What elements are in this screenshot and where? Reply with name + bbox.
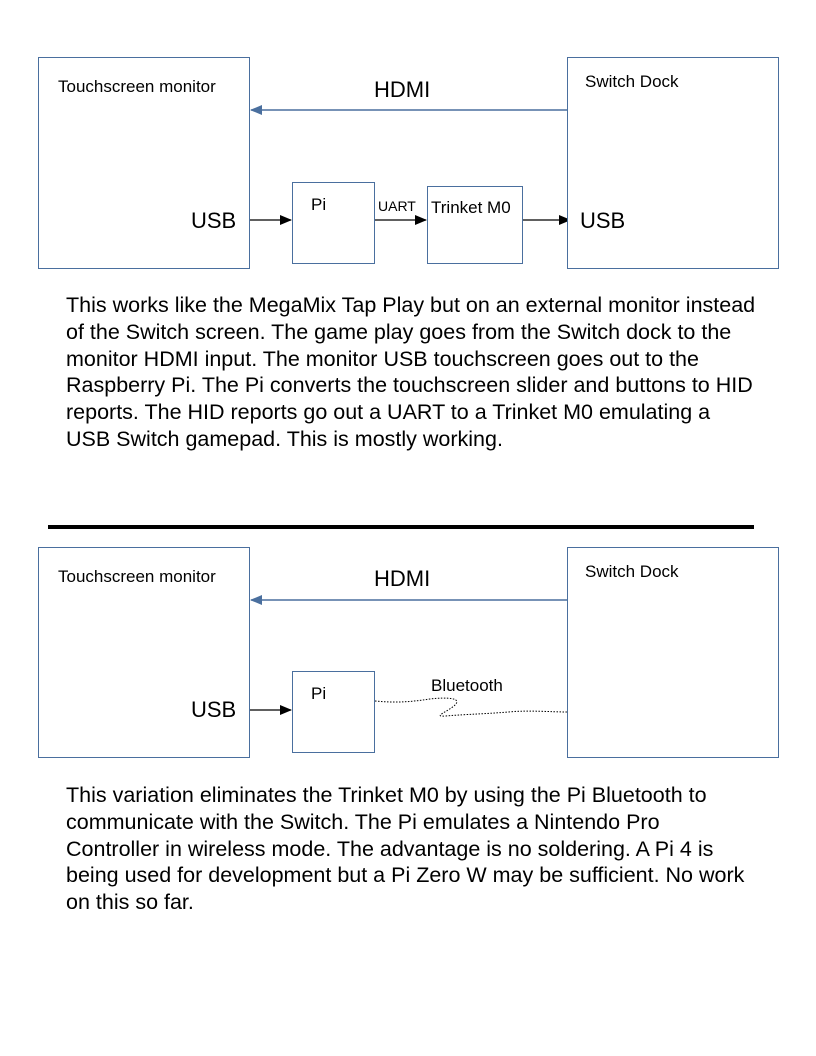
trinket-box: Trinket M0 [427, 186, 523, 264]
touchscreen-monitor-label: Touchscreen monitor [58, 567, 216, 586]
description-2: This variation eliminates the Trinket M0… [66, 783, 745, 915]
usb-label-right-1: USB [580, 208, 626, 233]
uart-label: UART [378, 198, 416, 214]
switch-dock-label: Switch Dock [585, 562, 679, 581]
hdmi-label-2: HDMI [374, 566, 431, 591]
touchscreen-monitor-box-1: Touchscreen monitor [38, 57, 250, 269]
pi-label: Pi [311, 195, 327, 214]
pi-box-2: Pi [292, 671, 375, 753]
hdmi-label-1: HDMI [374, 77, 431, 102]
trinket-label: Trinket M0 [431, 198, 511, 217]
usb-label-left-2: USB [191, 697, 237, 722]
pi-box-1: Pi [292, 182, 375, 264]
bluetooth-link [374, 697, 568, 717]
switch-dock-label: Switch Dock [585, 72, 679, 91]
pi-label: Pi [311, 684, 327, 703]
switch-dock-box-2: Switch Dock [567, 547, 779, 758]
bluetooth-label: Bluetooth [431, 676, 503, 695]
usb-label-left-1: USB [191, 208, 237, 233]
switch-dock-box-1: Switch Dock [567, 57, 779, 269]
description-1: This works like the MegaMix Tap Play but… [66, 293, 756, 451]
touchscreen-monitor-label: Touchscreen monitor [58, 77, 216, 96]
touchscreen-monitor-box-2: Touchscreen monitor [38, 547, 250, 758]
